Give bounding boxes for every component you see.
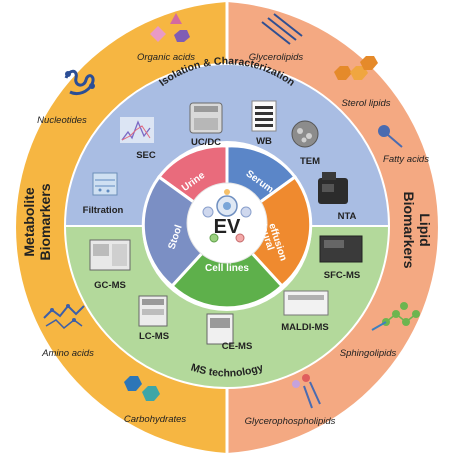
label-sfcms: SFC-MS: [324, 270, 360, 281]
ms-technology-title: MS technology: [189, 362, 265, 380]
label-sterol-lipids: Sterol lipids: [341, 98, 390, 109]
label-ucdc: UC/DC: [191, 137, 221, 148]
label-carbohydrates: Carbohydrates: [124, 414, 187, 425]
sphingolipids-item: Sphingolipids: [340, 302, 420, 359]
label-sphingolipids: Sphingolipids: [340, 348, 397, 359]
tem-image-icon: [291, 120, 319, 148]
label-nta: NTA: [338, 211, 357, 222]
label-maldims: MALDI-MS: [281, 322, 329, 333]
filtration-icon: [92, 172, 118, 196]
glycerophospholipids-item: Glycerophospholipids: [245, 374, 336, 427]
sfcms-instrument-icon: [319, 235, 363, 263]
glycerolipid-icon: [261, 21, 291, 45]
label-gcms: GC-MS: [94, 280, 126, 291]
hexagon-icon: [174, 30, 190, 42]
glycerolipids-item: Glycerolipids: [249, 13, 304, 63]
label-fatty-acids: Fatty acids: [383, 154, 429, 165]
center-label: EV: [214, 216, 241, 238]
fatty-acids-item: Fatty acids: [378, 125, 429, 165]
label-glycerolipids: Glycerolipids: [249, 52, 304, 63]
nucleotides-item: Nucleotides: [37, 69, 95, 126]
lcms-item: LC-MS: [138, 295, 169, 342]
sfcms-item: SFC-MS: [319, 235, 363, 281]
gcms-item: GC-MS: [89, 239, 131, 291]
filtration-item: Filtration: [83, 172, 124, 216]
label-cems: CE-MS: [222, 341, 253, 352]
nta-item: NTA: [318, 172, 357, 222]
glycerophospholipid-icon: [292, 380, 300, 388]
segment-pleural-effusion[interactable]: [224, 174, 313, 289]
tem-item: TEM: [291, 120, 320, 167]
sec-chromatogram-icon: [121, 120, 151, 141]
hexagon-blue-icon: [124, 376, 142, 391]
label-organic-acids: Organic acids: [137, 52, 195, 63]
triangle-icon: [170, 13, 182, 24]
lipid-title-2: Biomarkers: [401, 191, 417, 268]
fatty-acid-icon: [378, 125, 390, 137]
center-circle: [186, 182, 268, 264]
ev-vesicle-icon: [202, 189, 252, 243]
metabolite-title-2: Biomarkers: [37, 183, 53, 260]
label-glycerophospholipids: Glycerophospholipids: [245, 416, 336, 427]
sterol-lipids-item: Sterol lipids: [334, 56, 391, 109]
label-nucleotides: Nucleotides: [37, 115, 87, 126]
label-filtration: Filtration: [83, 205, 124, 216]
label-wb: WB: [256, 136, 272, 147]
carbohydrates-item: Carbohydrates: [124, 376, 187, 425]
diamond-icon: [150, 26, 166, 42]
label-cell-lines: Cell lines: [205, 263, 249, 274]
sterol-ring-icon: [334, 66, 352, 80]
segment-cell-lines[interactable]: [169, 223, 285, 310]
label-amino-acids: Amino acids: [41, 348, 94, 359]
sec-item: SEC: [120, 117, 156, 161]
amino-acids-item: Amino acids: [41, 304, 94, 359]
wb-item: WB: [251, 100, 277, 147]
segment-stool[interactable]: [141, 174, 230, 289]
organic-acids-item: Organic acids: [137, 13, 195, 63]
nucleotide-chain-icon: [64, 69, 95, 96]
lipid-title-1: Lipid: [417, 213, 433, 246]
label-tem: TEM: [300, 156, 320, 167]
cems-item: CE-MS: [206, 313, 253, 352]
label-sec: SEC: [136, 150, 156, 161]
ucdc-item: UC/DC: [189, 102, 223, 148]
maldims-item: MALDI-MS: [281, 290, 329, 333]
metabolite-title-1: Metabolite: [21, 187, 37, 256]
label-lcms: LC-MS: [139, 331, 169, 342]
hexagon-teal-icon: [142, 386, 160, 401]
maldims-instrument-icon: [283, 290, 329, 316]
